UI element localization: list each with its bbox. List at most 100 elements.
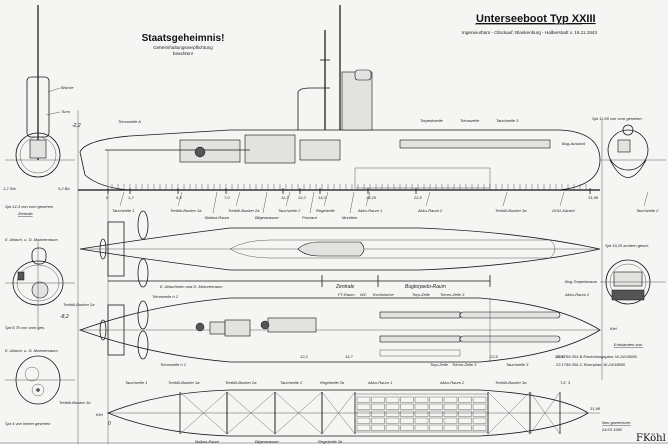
plan-tick-4: 28,81 bbox=[554, 354, 565, 359]
label-trimmzelle-a: Trimmzelle A bbox=[118, 119, 141, 124]
battery-cell bbox=[356, 417, 371, 424]
tick-minus-8-2: -8,2 bbox=[60, 314, 69, 320]
battery-cell bbox=[385, 417, 400, 424]
label-bug-torpedoraum: Bug-Torpedoraum bbox=[565, 279, 598, 284]
battery-cell bbox=[414, 424, 429, 431]
source-line-2: 23 1799.306-C Eisenplan; W-24/18850 bbox=[555, 362, 626, 367]
plan-view-outline bbox=[79, 210, 601, 288]
battery-cell bbox=[414, 403, 429, 410]
profile-label-11: Treiböl-Bunker 3a bbox=[495, 208, 527, 213]
profile-label-2: Ballast-Raum bbox=[205, 215, 230, 220]
drawn-label: Neu gezeichnet: bbox=[602, 420, 631, 425]
frame-tick-2: 5,5 bbox=[176, 195, 182, 200]
battery-cell bbox=[472, 396, 487, 403]
section-sublabel-zentrale: Zentrale bbox=[17, 211, 33, 216]
plan-top-label-1: FT-Raum bbox=[338, 292, 355, 297]
label-bb: 0,2 Bb bbox=[58, 186, 70, 191]
profile-label-3: Treiböl-Bunker 2a bbox=[228, 208, 260, 213]
battery-cell bbox=[443, 396, 458, 403]
plan-tick-2: 14,7 bbox=[345, 354, 354, 359]
battery-cell bbox=[429, 417, 443, 424]
profile-label-12: GHG-Kanzel bbox=[552, 208, 575, 213]
signature: FKöhl bbox=[636, 433, 666, 444]
section-sublabel-emasch: E.-Masch. u. D.-Motorenraum bbox=[5, 348, 58, 353]
battery-cell bbox=[385, 403, 400, 410]
bottom-plan-tanks bbox=[106, 389, 600, 437]
battery-cell bbox=[371, 417, 385, 424]
bottom-top-label-6: Akku-Raum 2 bbox=[439, 380, 465, 385]
profile-label-6: Proviant bbox=[302, 215, 318, 220]
profile-label-13: Tauchzelle 2 bbox=[636, 208, 659, 213]
plan-bottom-label-0: Trimmzelle h 1 bbox=[160, 362, 186, 367]
bottom-top-label-5: Akku-Raum 1 bbox=[367, 380, 392, 385]
battery-cell bbox=[356, 396, 371, 403]
battery-cell bbox=[429, 396, 443, 403]
profile-label-10: Akku-Raum 2 bbox=[417, 208, 443, 213]
battery-cell bbox=[371, 396, 385, 403]
label-bug-ausstoss: Bug-Ausstoß bbox=[562, 141, 586, 146]
source-line-1: 23 1799.303-B Einrichtungsplan; W-24/186… bbox=[555, 354, 638, 359]
battery-cell bbox=[371, 403, 385, 410]
secret-subtitle-1: Geheimhaltungsverpflichtung bbox=[153, 45, 213, 50]
label-trimmzelle: Trimmzelle bbox=[460, 118, 480, 123]
zone-bugtorpedo-raum: Bugtorpedo-Raum bbox=[405, 284, 446, 290]
frame-tick-1: 1,2 bbox=[128, 195, 134, 200]
battery-cell bbox=[443, 410, 458, 417]
battery-cell bbox=[371, 424, 385, 431]
bottom-top-label-7: Treiböl-Bunker 3a bbox=[495, 380, 527, 385]
plan-bottom-label-1: Torp-Zelle bbox=[430, 362, 449, 367]
section-view-11-65 bbox=[600, 124, 666, 178]
section-label-11-65: Spt 11,65 von vorn gesehen bbox=[592, 116, 643, 121]
battery-cell bbox=[371, 410, 385, 417]
bottom-bot-label-1: Bilgenwasser bbox=[255, 439, 279, 444]
label-kiel-bottom: Kiel bbox=[96, 412, 103, 417]
plan-top-label-0: Trimmzelle h 2 bbox=[152, 294, 179, 299]
main-title: Unterseeboot Typ XXIII bbox=[476, 13, 596, 25]
profile-label-9: Akku-Raum 1 bbox=[357, 208, 382, 213]
frame-tick-7: 18,25 bbox=[366, 195, 377, 200]
battery-cell bbox=[400, 417, 414, 424]
main-subtitle: Ingenieurbüro - Glückauf; Blankenburg - … bbox=[462, 30, 597, 35]
bottom-bot-label-2: Regelzelle 2b bbox=[318, 439, 343, 444]
battery-cell bbox=[472, 417, 487, 424]
battery-cell bbox=[429, 424, 443, 431]
section-view-8-75 bbox=[5, 240, 75, 330]
bottom-top-label-2: Treiböl-Bunker 2a bbox=[225, 380, 257, 385]
battery-cell bbox=[458, 403, 472, 410]
label-minus-2-2: -2,2 bbox=[72, 123, 81, 129]
section-view-4 bbox=[5, 355, 75, 405]
secret-title: Staatsgeheimnis! bbox=[142, 33, 225, 44]
label-stb: 1,2 Stb bbox=[3, 186, 16, 191]
battery-cell bbox=[414, 417, 429, 424]
label-akku-raum-2-right: Akku-Raum 2 bbox=[564, 292, 590, 297]
plan-view-interior bbox=[78, 297, 601, 363]
battery-cell bbox=[356, 424, 371, 431]
plan-top-label-4: Torp-Zelle bbox=[412, 292, 431, 297]
section-label-19-25: Spt 19,25 achtern gesch. bbox=[605, 243, 649, 248]
battery-cell bbox=[458, 417, 472, 424]
battery-cell bbox=[458, 410, 472, 417]
frame-tick-9: 31,98 bbox=[588, 195, 599, 200]
profile-label-7: Regelzelle bbox=[316, 208, 335, 213]
label-bunker-2a-left: Treiböl-Bunker 2a bbox=[63, 302, 95, 307]
drawn-date: 24.03.1992 bbox=[601, 427, 623, 432]
battery-cell bbox=[356, 410, 371, 417]
plan-tick-3: 22,6 bbox=[489, 354, 499, 359]
battery-cell bbox=[385, 410, 400, 417]
bottom-bot-label-0: Ballast-Raum bbox=[195, 439, 220, 444]
profile-label-5: Tauchzelle 2 bbox=[278, 208, 301, 213]
battery-cell bbox=[429, 410, 443, 417]
plan-bottom-label-2: Trimm-Zelle 3 bbox=[452, 362, 477, 367]
battery-cell bbox=[414, 410, 429, 417]
battery-cell bbox=[385, 396, 400, 403]
frame-tick-3: 7,0 bbox=[224, 195, 230, 200]
label-bunker-1b-left: Treiböl-Bunker 1b bbox=[59, 400, 91, 405]
label-tauchzelle-3: Tauchzelle 3 bbox=[496, 118, 519, 123]
plan-bottom-label-3: Tauchzelle 3 bbox=[506, 362, 529, 367]
